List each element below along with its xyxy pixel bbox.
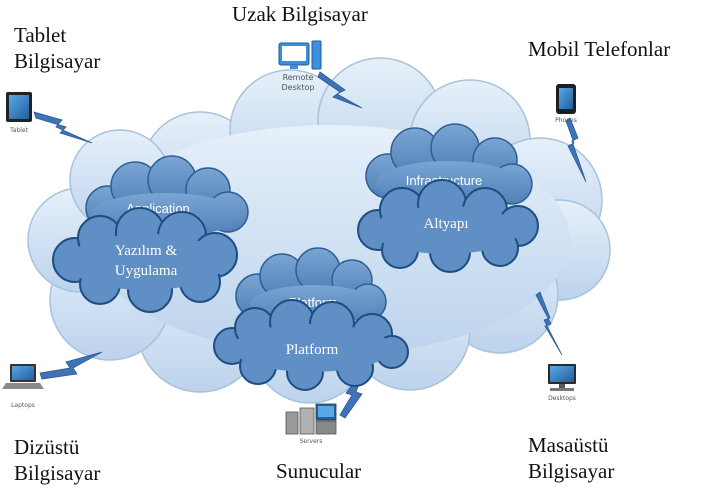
desktop-caption: Desktops [548,395,576,402]
desktop-computer-label: Masaüstü Bilgisayar [528,432,614,484]
bolt-desktop [535,291,563,356]
phone-icon [556,84,576,114]
remote-desktop-icon [278,40,322,70]
desktop-label-line-2: Bilgisayar [528,459,615,483]
bolt-phone [565,117,587,183]
application-turkish-line-2: Uygulama [115,263,178,279]
platform-cloud-front [213,299,409,391]
bolt-remote [317,71,363,109]
tablet-icon [6,92,32,122]
laptop-label-line-1: Dizüstü [14,435,80,459]
infrastructure-cloud-front [357,179,539,273]
lightning-bolt-icon [33,71,587,419]
servers-label: Sunucular [276,459,362,483]
tablet-label-line-1: Tablet [14,23,67,47]
laptop-icon [2,364,44,389]
servers-icon [285,403,337,435]
remote-caption-line-1: Remote [283,73,314,82]
bolt-laptop [39,351,103,380]
tablet-label-line-2: Bilgisayar [14,49,101,73]
servers-caption: Servers [300,438,323,445]
remote-caption-line-2: Desktop [282,83,315,92]
phone-caption: Phones [555,117,577,124]
application-turkish-line-1: Yazılım & [115,243,178,259]
application-cloud-front [52,207,238,313]
infrastructure-turkish-label: Altyapı [424,216,469,232]
tablet-caption: Tablet [9,127,29,134]
desktop-icon [548,364,576,391]
platform-cloud-back [235,247,387,325]
tablet-computer-label: Tablet Bilgisayar [14,22,100,74]
remote-computer-label: Uzak Bilgisayar [232,2,368,26]
laptop-computer-label: Dizüstü Bilgisayar [14,434,100,486]
platform-turkish-label: Platform [286,342,339,358]
desktop-label-line-1: Masaüstü [528,433,609,457]
laptop-label-line-2: Bilgisayar [14,461,101,485]
bolt-tablet [33,111,93,144]
laptop-caption: Laptops [11,402,35,409]
mobile-phones-label: Mobil Telefonlar [528,37,671,61]
